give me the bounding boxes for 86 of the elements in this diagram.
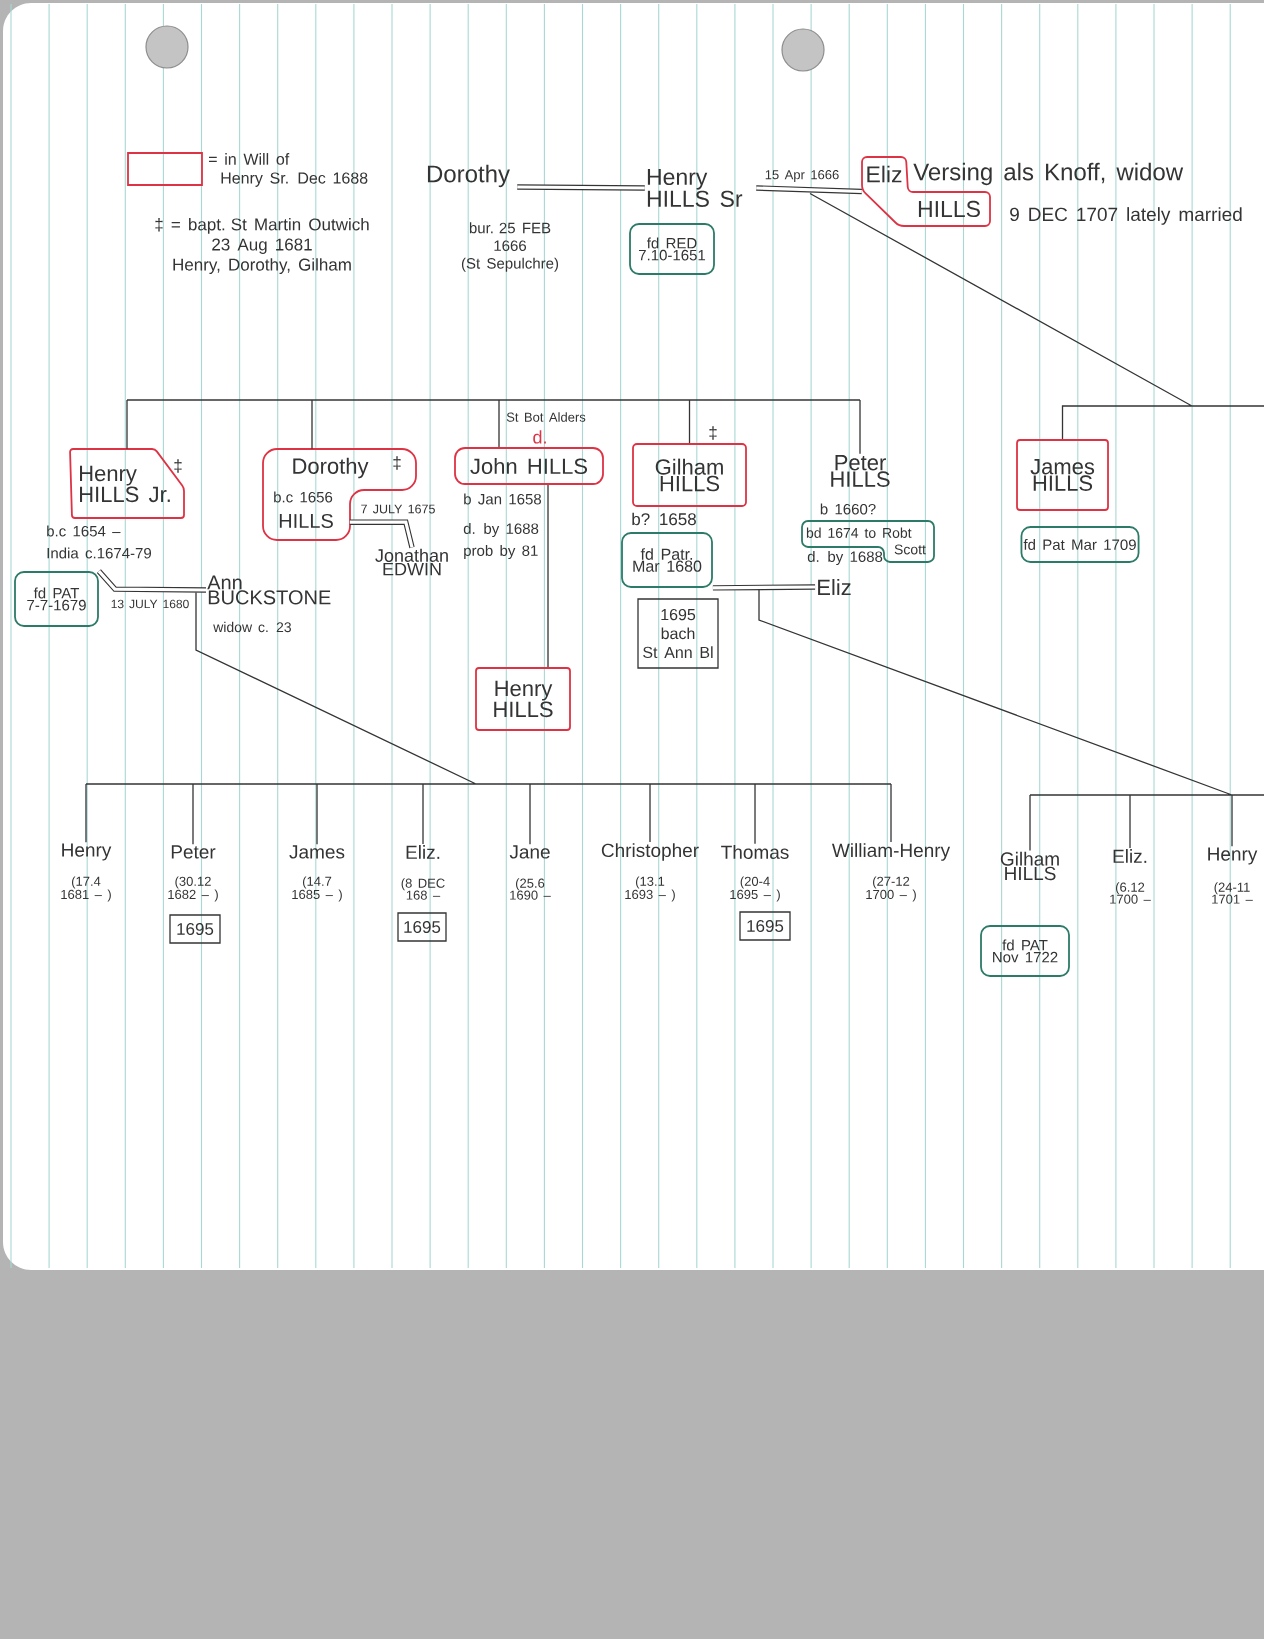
annotation: (14.7 1685 – ) [292,876,342,902]
annotation: (17.4 1681 – ) [61,876,111,902]
legend-text: = in Will of Henry Sr. Dec 1688 [209,153,368,187]
person-name: Thomas [721,845,789,859]
person-box: Gilham HILLS [632,443,747,507]
note-box: fd Patr. Mar 1680 [621,532,713,588]
note-box: fd Pat Mar 1709 [1020,526,1140,563]
person-name: Jonathan EDWIN [375,548,448,576]
annotation: d. by 1688 [807,551,883,565]
descent-line [688,399,691,444]
person-name: Christopher [601,843,699,861]
descent-line [498,399,500,448]
descent-line [1129,794,1131,849]
annotation: (24-11 1701 – [1212,882,1253,904]
person-name: Peter [171,845,216,859]
descent-line [754,783,756,845]
annotation: (6.12 1700 – [1110,882,1151,904]
person-box: Henry HILLS [475,667,571,731]
person-name: Eliz. [1113,849,1147,863]
annotation: b.c 1654 – [47,525,121,537]
person-box: John HILLS [454,447,604,485]
annotation: (20-4 1695 – ) [730,876,780,902]
descent-line [126,399,128,450]
person-name: Eliz [818,579,851,595]
person-name: Gilham HILLS [1000,851,1059,881]
date-box: 1695 bach St Ann Bl [637,598,719,669]
descent-line [126,399,861,401]
date-box: 1695 [739,911,791,941]
annotation: bur. 25 FEB 1666 (St Sepulchre) [461,222,559,272]
descent-line [1029,794,1031,852]
marriage-line [756,185,862,195]
person-name: Ann BUCKSTONE [207,575,331,605]
edge-label: 7 JULY 1675 [361,504,435,514]
annotation: Versing als Knoff, widow [913,162,1184,186]
marriage-line [96,569,207,593]
person-name: Jane [509,845,550,859]
descent-line [316,783,318,845]
descent-line [758,588,1264,796]
person-name: Henry [62,843,112,861]
annotation: b? 1658 [632,512,696,526]
note-box: fd PAT Nov 1722 [980,925,1070,977]
person-name: William-Henry [831,843,951,861]
note-box: fd PAT 7-7-1679 [14,571,99,627]
descent-line [192,783,194,845]
descent-line [311,399,313,450]
descent-line [809,192,1264,440]
annotation: prob by 81 [464,545,538,559]
descent-line [890,783,892,843]
edge-label: 15 Apr 1666 [765,170,839,182]
descent-line [1231,794,1233,847]
marriage-line [712,584,816,591]
annotation: b Jan 1658 [464,493,542,505]
person-name: Peter HILLS [831,455,890,487]
annotation: India c.1674-79 [47,547,151,559]
person-name: Henry [1208,847,1258,865]
date-box: 1695 [169,914,221,944]
annotation: d. [533,430,546,444]
descent-line [547,484,549,668]
annotation: (27-12 1700 – ) [866,876,916,902]
annotation: St Bot Alders [506,412,586,422]
descent-line [859,399,861,455]
descent-line [422,783,424,845]
descent-line [649,783,651,843]
annotation: (25.6 1690 – [510,878,551,900]
annotation: (8 DEC 168 – [401,878,445,900]
annotation: (13.1 1693 – ) [625,876,675,902]
person-name: James [289,845,345,859]
annotation: (30.12 1682 – ) [168,876,218,902]
edge-label: 13 JULY 1680 [111,599,189,609]
person-name: Henry HILLS Sr [647,169,743,207]
descent-line [85,591,892,785]
person-box: James HILLS [1016,439,1109,511]
descent-line [529,783,531,845]
annotation: 9 DEC 1707 lately married [1010,207,1242,225]
cross-mark: ‡ [709,426,717,440]
person-name: Dorothy [427,164,510,188]
descent-line [85,783,87,843]
note-box: fd RED 7.10-1651 [629,223,715,275]
cross-mark: ‡ [174,459,182,473]
marriage-line [349,519,415,549]
person-name: Eliz. [406,845,440,859]
legend-text: ‡ = bapt. St Martin Outwich 23 Aug 1681 Henry, Dorothy, Gilham [155,217,369,274]
annotation: d. by 1688 [463,523,539,537]
marriage-line [517,184,645,191]
annotation: widow c. 23 [213,621,291,633]
date-box: 1695 [397,912,447,942]
